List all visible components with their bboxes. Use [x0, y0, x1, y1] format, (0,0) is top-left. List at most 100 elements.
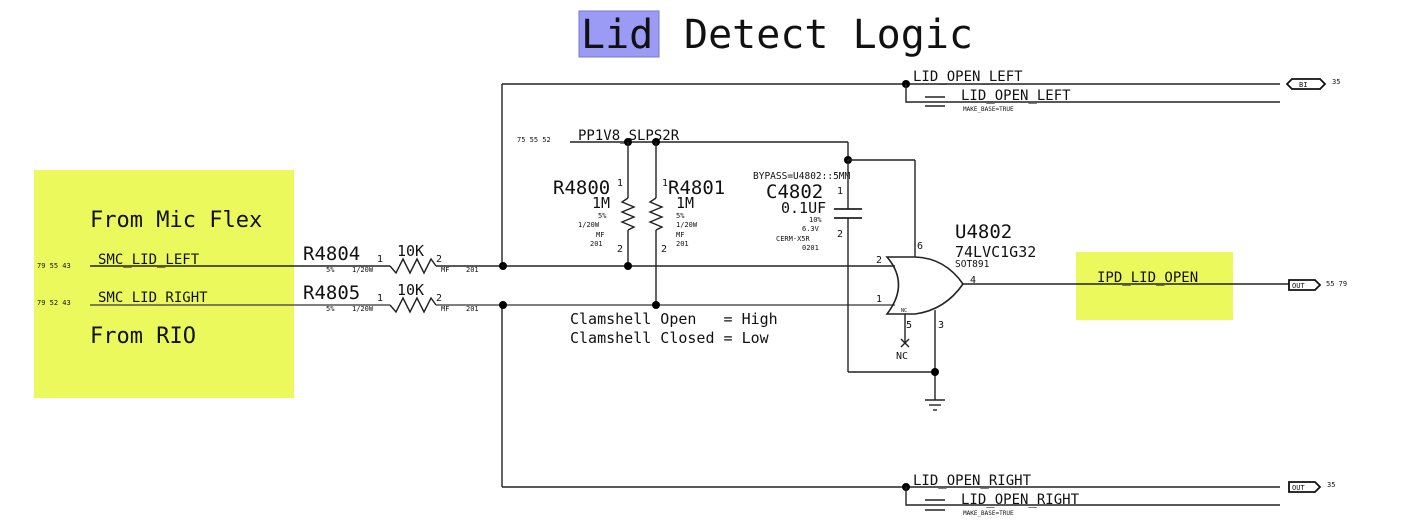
pin2-label: 2 [436, 293, 442, 304]
pin-b-label: 1 [876, 294, 882, 305]
pin1-label: 1 [377, 293, 383, 304]
title-highlight [578, 10, 660, 58]
type-label: MF [441, 266, 449, 274]
net-refs: 79 55 43 [37, 262, 71, 270]
pin-gnd-label: 3 [938, 320, 944, 331]
ref-label: R4804 [303, 243, 360, 265]
pin1-label: 1 [837, 186, 843, 197]
pin2-label: 2 [617, 244, 623, 255]
resistor-r4800[interactable]: R4800 1 1M 5% 1/20W MF 201 2 [553, 142, 636, 270]
power-label: 1/20W [352, 266, 374, 274]
net-refs: 35 [1327, 481, 1335, 489]
net-smc-lid-right[interactable]: 79 52 43 SMC_LID_RIGHT [37, 290, 390, 307]
net-refs: 35 [1332, 78, 1340, 86]
from-mic-flex-note: From Mic Flex [90, 208, 262, 233]
junction-dot [624, 262, 632, 270]
net-label: LID_OPEN_RIGHT [913, 473, 1032, 489]
resistor-r4801[interactable]: 1 R4801 1M 5% 1/20W MF 201 2 [648, 142, 725, 309]
value-label: 10K [397, 242, 424, 260]
tol-label: 5% [326, 305, 335, 313]
power-label: 1/20W [352, 305, 374, 313]
port-label: OUT [1292, 282, 1305, 290]
ref-label: U4802 [955, 221, 1012, 243]
prop-label: MAKE_BASE=TRUE [963, 106, 1014, 113]
net-label: SMC_LID_RIGHT [98, 290, 208, 306]
port-label: BI [1299, 81, 1307, 89]
power-label: 1/20W [676, 221, 698, 229]
ref-label: R4801 [668, 177, 725, 199]
net-refs: 79 52 43 [37, 299, 71, 307]
net-lid-open-right[interactable]: LID_OPEN_RIGHT LID_OPEN_RIGHT MAKE_BASE=… [902, 473, 1335, 517]
bi-port-icon: BI [1285, 78, 1327, 90]
power-label: 1/20W [578, 221, 600, 229]
size-label: 201 [466, 305, 479, 313]
tol-label: 10% [809, 216, 822, 224]
net-refs: 75 55 52 [517, 136, 551, 144]
net-lid-open-left[interactable]: LID_OPEN_LEFT LID_OPEN_LEFT MAKE_BASE=TR… [902, 69, 1340, 113]
alias-label: LID_OPEN_LEFT [961, 88, 1071, 104]
pin2-label: 2 [661, 244, 667, 255]
capacitor-c4802[interactable]: BYPASS=U4802::5MM C4802 1 0.1UF 10% 6.3V… [753, 160, 862, 372]
net-ipd-lid-open[interactable]: IPD_LID_OPEN OUT 55 79 [1097, 270, 1347, 291]
nc-inside-label: NC [901, 308, 907, 314]
tol-label: 5% [598, 212, 607, 220]
or-gate-body [885, 256, 964, 315]
net-label: IPD_LID_OPEN [1097, 270, 1198, 286]
clamshell-open-note: Clamshell Open = High [570, 310, 778, 328]
clamshell-closed-note: Clamshell Closed = Low [570, 329, 770, 347]
bypass-label: BYPASS=U4802::5MM [753, 171, 851, 182]
resistor-zigzag [648, 197, 664, 231]
pin1-label: 1 [662, 178, 668, 189]
value-label: 10K [397, 281, 424, 299]
net-label: SMC_LID_LEFT [98, 252, 200, 268]
part-label: 74LVC1G32 [955, 243, 1036, 261]
resistor-zigzag [389, 257, 437, 275]
pin1-label: 1 [617, 178, 623, 189]
net-pp1v8-slps2r[interactable]: 75 55 52 PP1V8_SLPS2R [517, 128, 852, 164]
junction-dot [931, 368, 939, 376]
pin-a-label: 2 [876, 255, 882, 266]
type-label: MF [596, 231, 604, 239]
pin-vcc-label: 6 [917, 241, 923, 252]
port-label: OUT [1292, 484, 1305, 492]
resistor-r4804[interactable]: R4804 1 10K 2 5% 1/20W MF 201 [303, 242, 503, 275]
pin-nc-label: 5 [906, 320, 912, 331]
from-rio-note: From RIO [90, 324, 196, 349]
size-label: 201 [676, 240, 689, 248]
pin-out-label: 4 [970, 275, 976, 286]
tol-label: 5% [676, 212, 685, 220]
alias-label: LID_OPEN_RIGHT [961, 492, 1080, 508]
type-label: MF [676, 231, 684, 239]
out-port-icon: OUT [1288, 279, 1322, 291]
prop-label: MAKE_BASE=TRUE [963, 510, 1014, 517]
size-label: 201 [590, 240, 603, 248]
dielectric-label: CERM-X5R [776, 235, 811, 243]
net-label: LID_OPEN_LEFT [913, 69, 1023, 85]
net-smc-lid-left[interactable]: 79 55 43 SMC_LID_LEFT [37, 252, 390, 270]
size-label: 201 [466, 266, 479, 274]
junction-dot [499, 262, 507, 270]
title-highlight-text: Lid [581, 12, 653, 58]
size-label: 0201 [802, 244, 819, 252]
junction-dot [652, 301, 660, 309]
pin2-label: 2 [436, 254, 442, 265]
junction-dot [499, 301, 507, 309]
input-note-box [34, 170, 294, 398]
pin2-label: 2 [837, 229, 843, 240]
out-port-icon: OUT [1288, 481, 1322, 493]
net-refs: 55 79 [1326, 280, 1347, 288]
ground-icon [925, 399, 945, 411]
title-text: Detect Logic [684, 12, 973, 58]
value-label: 0.1UF [781, 199, 826, 217]
page-title: Lid Detect Logic [578, 10, 973, 58]
value-label: 1M [676, 194, 694, 212]
tol-label: 5% [326, 266, 335, 274]
pin1-label: 1 [377, 254, 383, 265]
output-note-box [1076, 252, 1233, 320]
resistor-r4805[interactable]: R4805 1 10K 2 5% 1/20W MF 201 [303, 281, 503, 314]
package-label: SOT891 [955, 259, 990, 270]
or-gate-u4802[interactable]: U4802 74LVC1G32 SOT891 2 1 6 4 3 5 NC NC [876, 221, 1036, 362]
voltage-label: 6.3V [802, 225, 820, 233]
ref-label: R4805 [303, 282, 360, 304]
